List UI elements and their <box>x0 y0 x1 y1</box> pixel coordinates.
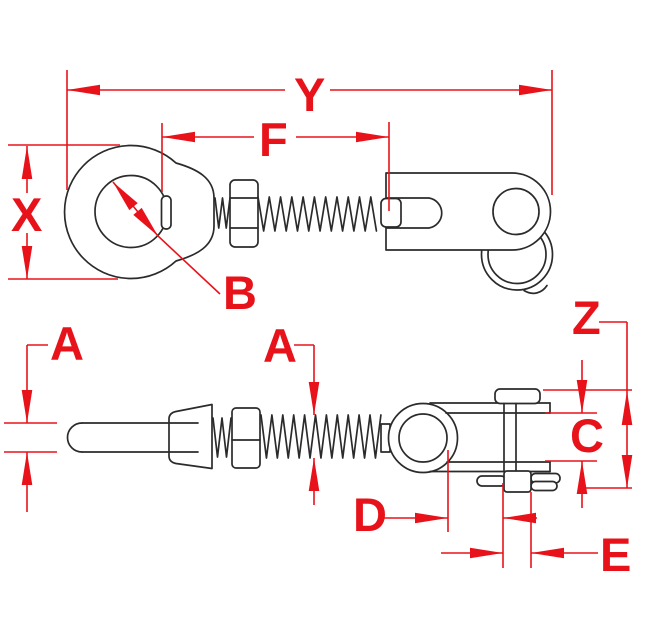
taper-collar <box>168 403 213 470</box>
arrow-icon <box>576 380 588 413</box>
top-view <box>63 144 554 295</box>
dim-label-f: F <box>259 113 288 166</box>
dim-B: B <box>112 181 257 319</box>
arrow-icon <box>519 84 552 96</box>
stud-in-bore <box>160 195 172 230</box>
swing-rod <box>66 422 199 453</box>
side-view <box>66 388 561 493</box>
arrow-icon <box>21 246 33 279</box>
dimensions: Y F X B <box>4 68 633 581</box>
arrow-icon <box>470 547 503 559</box>
hex-nut-top <box>229 179 259 248</box>
dim-label-a-left: A <box>50 317 84 370</box>
arrow-icon <box>576 461 588 494</box>
dim-label-a-right: A <box>263 319 297 372</box>
dim-label-x: X <box>11 188 42 241</box>
retaining-ring-side <box>476 470 561 493</box>
clevis-pin <box>494 388 541 472</box>
arrow-icon <box>21 452 33 485</box>
dim-D: D <box>353 450 537 541</box>
arrow-icon <box>503 512 536 524</box>
arrow-icon <box>133 207 158 236</box>
pin-hole <box>492 187 540 236</box>
arrow-icon <box>67 84 100 96</box>
arrow-icon <box>621 455 633 488</box>
threaded-shank <box>257 196 378 232</box>
dim-label-d: D <box>353 488 387 541</box>
dim-A-left: A <box>4 317 84 512</box>
hex-nut-side <box>231 407 261 469</box>
arrow-icon <box>21 146 33 179</box>
dim-label-y: Y <box>294 68 325 121</box>
dim-Z: Z <box>543 291 633 489</box>
arrow-icon <box>415 512 448 524</box>
dim-C: C <box>545 360 604 508</box>
dim-label-b: B <box>223 266 257 319</box>
dim-label-z: Z <box>572 291 601 344</box>
dim-E: E <box>441 483 631 581</box>
arrow-icon <box>621 391 633 425</box>
thread-segment <box>214 197 231 229</box>
arrow-icon <box>113 182 138 211</box>
arrow-icon <box>308 458 320 491</box>
dim-label-c: C <box>570 409 604 462</box>
jaw-boss <box>398 413 448 463</box>
arrow-icon <box>21 390 33 423</box>
threaded-shank <box>260 414 382 459</box>
stud-end <box>380 197 402 228</box>
dim-Y: Y <box>66 68 553 195</box>
arrow-icon <box>531 547 564 559</box>
dim-A-right: A <box>263 319 320 505</box>
thread-segment <box>212 417 232 458</box>
dim-X: X <box>8 144 120 280</box>
arrow-icon <box>308 382 320 415</box>
arrow-icon <box>162 131 195 143</box>
dim-label-e: E <box>600 528 631 581</box>
dim-F: F <box>161 113 390 211</box>
arrow-icon <box>356 131 389 143</box>
